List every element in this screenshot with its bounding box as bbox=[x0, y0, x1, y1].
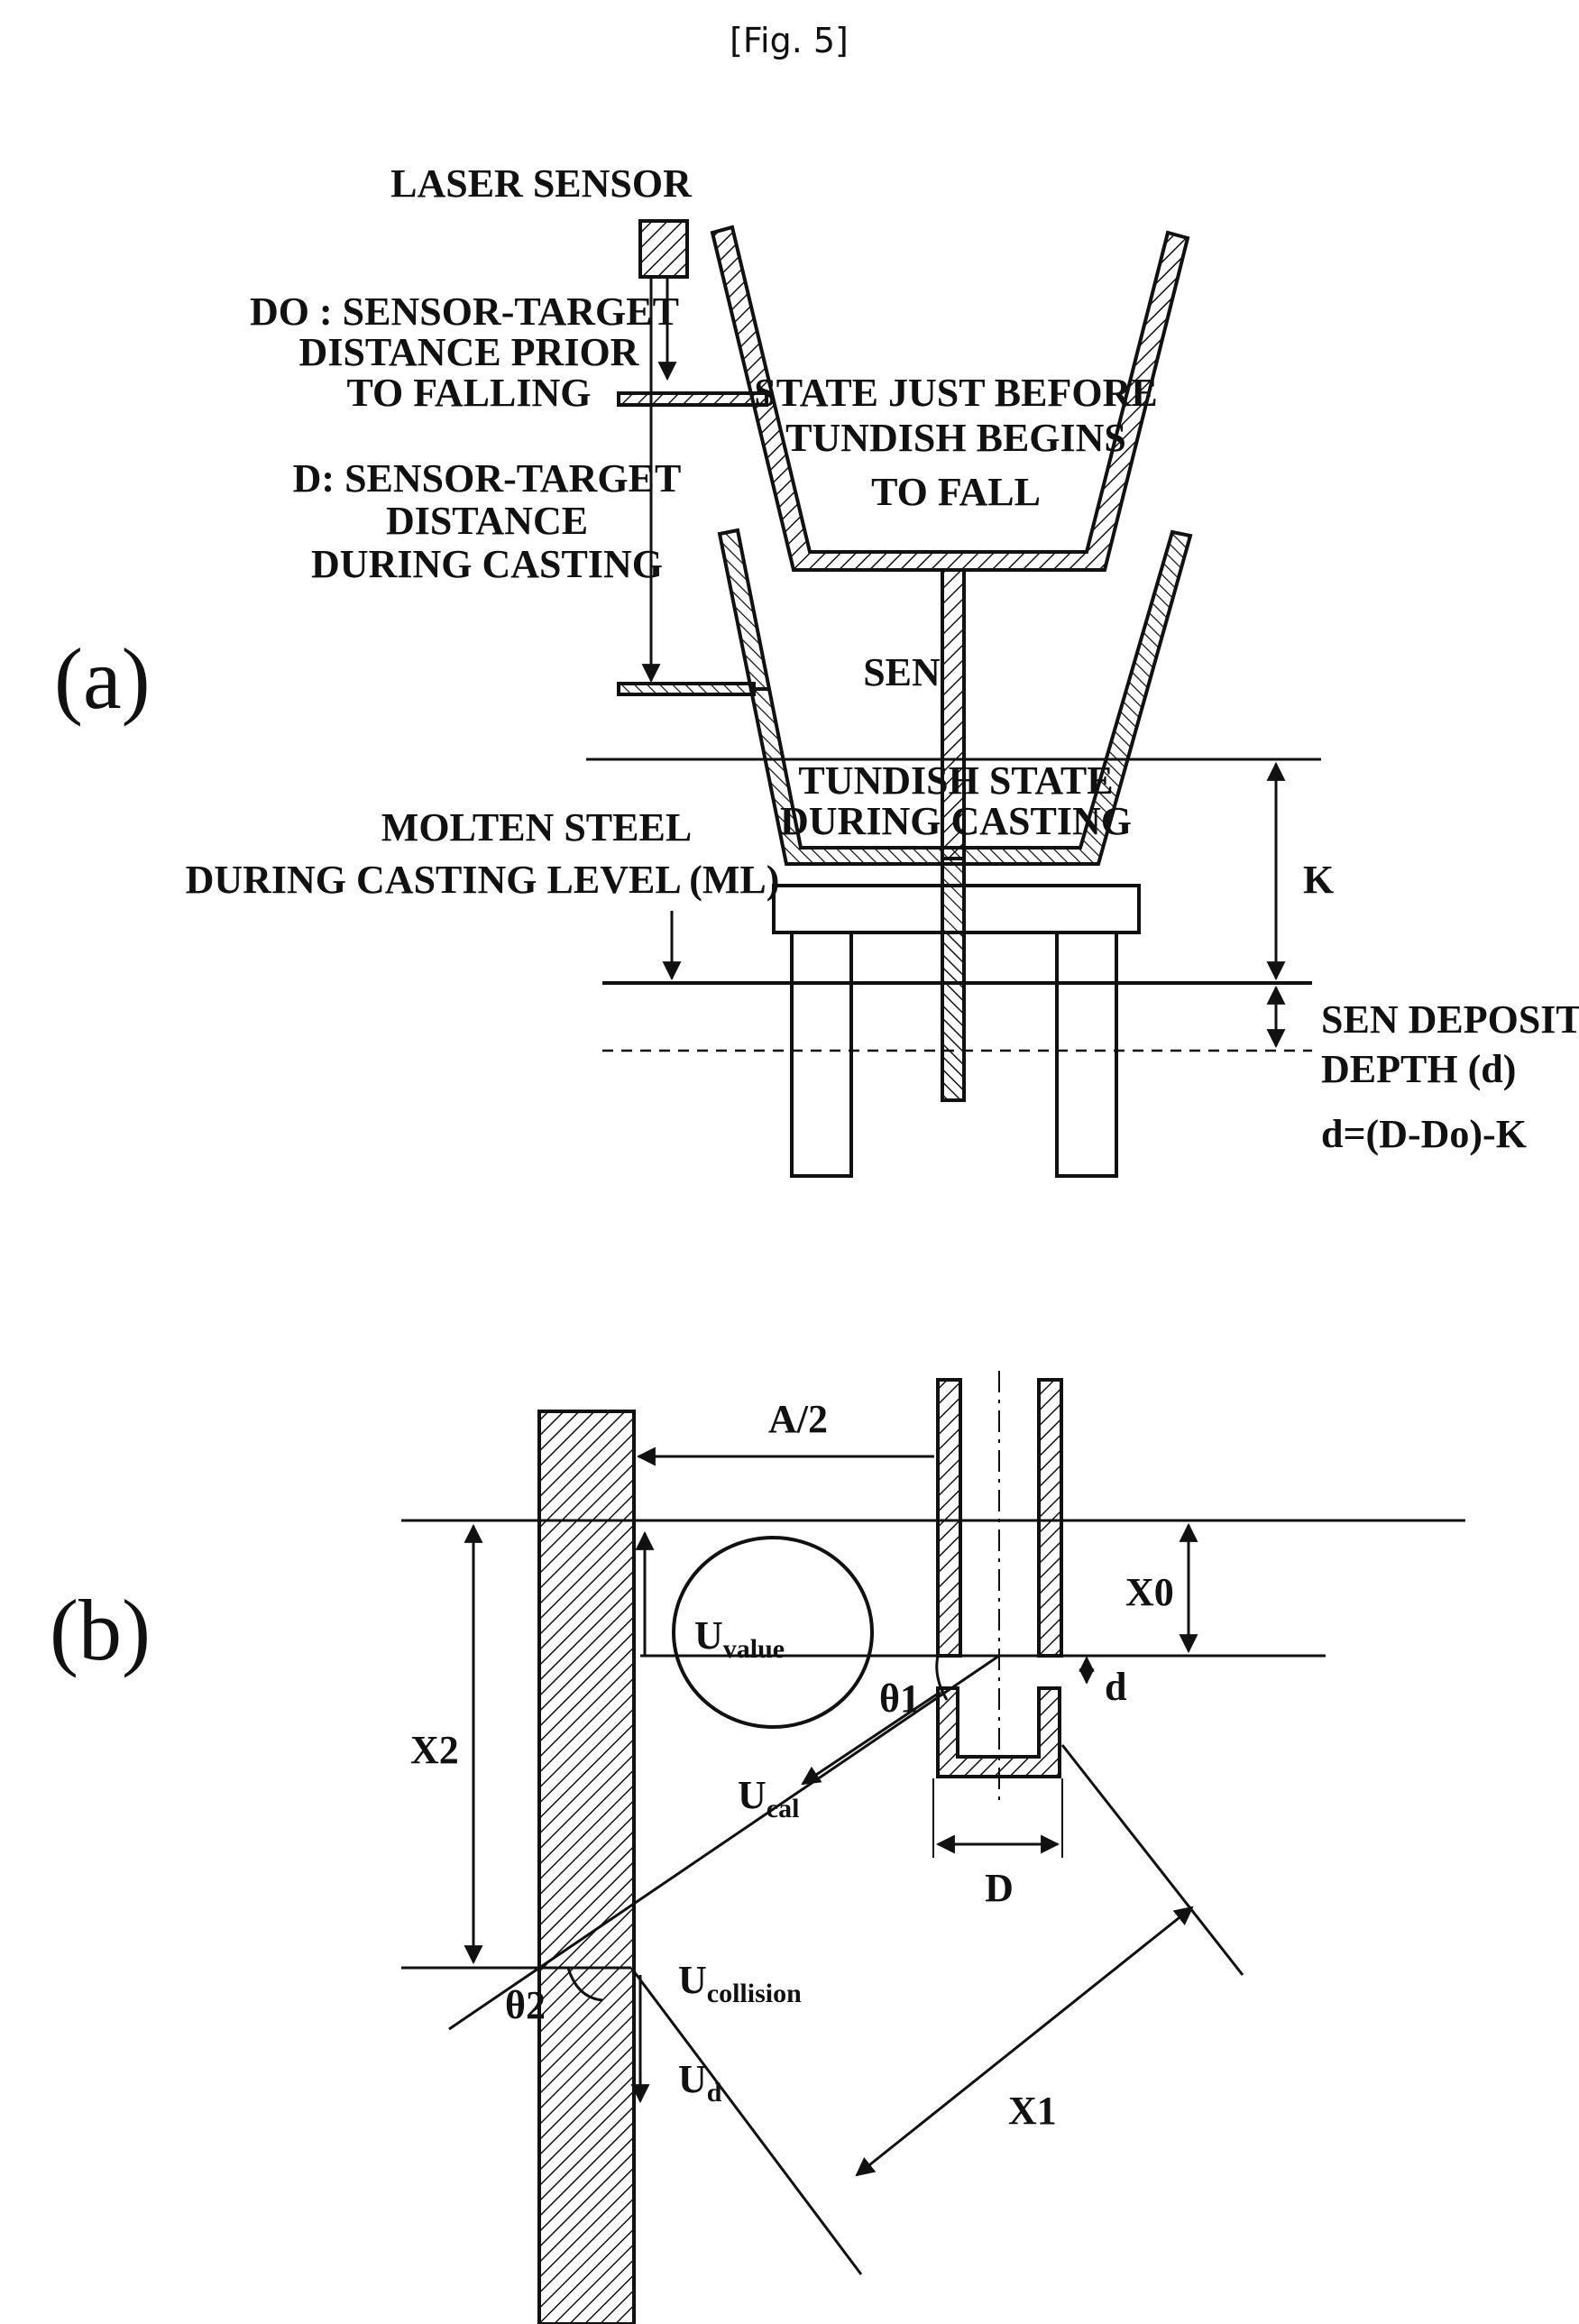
mold-leg-left bbox=[790, 931, 853, 1178]
d0-label-line2: DISTANCE PRIOR bbox=[299, 330, 640, 374]
u-cal-main: U bbox=[738, 1773, 767, 1817]
d0-label-line1: DO : SENSOR-TARGET bbox=[250, 289, 679, 334]
x1-arrow bbox=[855, 1906, 1194, 2177]
theta2-label: θ2 bbox=[505, 1983, 546, 2027]
d-label-line3: DURING CASTING bbox=[311, 542, 663, 586]
u-cal-arrow bbox=[801, 1692, 939, 1786]
u-collision-sub: collision bbox=[707, 1979, 802, 2008]
theta1-label: θ1 bbox=[879, 1676, 920, 1721]
u-d-main: U bbox=[678, 2057, 707, 2101]
tundish-before-fall bbox=[710, 225, 1190, 572]
u-cal-label: Ucal bbox=[738, 1773, 799, 1823]
jet-line-upper bbox=[448, 1654, 1000, 2031]
x1-label: X1 bbox=[1008, 2089, 1057, 2133]
panel-b: (b) A/2 X0 d D X2 Uvalue bbox=[50, 1371, 1465, 2324]
state-casting-line1: TUNDISH STATE bbox=[798, 758, 1113, 803]
molten-steel-line2: DURING CASTING LEVEL (ML) bbox=[186, 858, 780, 902]
sen-upper bbox=[941, 568, 966, 860]
state-before-line2: TUNDISH BEGINS bbox=[785, 416, 1126, 460]
x2-label: X2 bbox=[410, 1728, 459, 1772]
mold-wall bbox=[537, 1410, 636, 2324]
tundish-casting-flange bbox=[617, 682, 756, 696]
u-d-sub: d bbox=[707, 2078, 722, 2108]
state-casting-line2: DURING CASTING bbox=[780, 799, 1132, 843]
u-d-label: Ud bbox=[678, 2057, 722, 2108]
sen-lower-over-mold bbox=[941, 884, 966, 1102]
u-collision-main: U bbox=[678, 1958, 707, 2002]
theta2-arc bbox=[566, 1967, 603, 2002]
state-before-line3: TO FALL bbox=[871, 470, 1041, 514]
panel-b-label: (b) bbox=[50, 1582, 151, 1678]
u-value-label: Uvalue bbox=[694, 1613, 785, 1664]
nozzle-right-wall bbox=[1037, 1378, 1063, 1658]
jet-line-lower bbox=[1060, 1744, 1244, 1976]
deposit-formula: d=(D-Do)-K bbox=[1321, 1112, 1527, 1156]
laser-sensor-box bbox=[638, 219, 689, 279]
deposit-line1: SEN DEPOSIT bbox=[1321, 997, 1579, 1042]
mold-leg-right bbox=[1055, 931, 1118, 1178]
d0-label-line3: TO FALLING bbox=[347, 371, 592, 415]
u-value-sub: value bbox=[723, 1634, 785, 1664]
u-value-main: U bbox=[694, 1613, 723, 1658]
sen-label: SEN bbox=[863, 650, 941, 694]
molten-steel-line1: MOLTEN STEEL bbox=[381, 805, 692, 850]
u-cal-sub: cal bbox=[767, 1794, 800, 1823]
nozzle-cup bbox=[936, 1686, 1061, 1778]
panel-a-label: (a) bbox=[54, 630, 151, 727]
u-collision-label: Ucollision bbox=[678, 1958, 802, 2008]
k-label: K bbox=[1303, 858, 1334, 902]
deposit-line2: DEPTH (d) bbox=[1321, 1047, 1516, 1091]
laser-sensor-label: LASER SENSOR bbox=[390, 161, 693, 206]
tundish-during-casting bbox=[717, 528, 1193, 866]
a-half-label: A/2 bbox=[768, 1397, 828, 1441]
d-big-label: D bbox=[985, 1866, 1014, 1910]
figure-caption: [Fig. 5] bbox=[730, 21, 849, 60]
theta1-arc bbox=[935, 1655, 949, 1701]
nozzle-left-wall bbox=[936, 1378, 962, 1658]
jet-reflection-down bbox=[629, 1967, 863, 2275]
d-label-line1: D: SENSOR-TARGET bbox=[293, 456, 682, 501]
panel-a: (a) LASER SENSOR DO : SENSOR-TARGET DIST… bbox=[54, 161, 1579, 1178]
tundish-before-flange bbox=[617, 391, 768, 407]
u-value-circle bbox=[672, 1536, 874, 1729]
x0-label: X0 bbox=[1125, 1570, 1174, 1614]
d-label-line2: DISTANCE bbox=[386, 499, 588, 543]
d-small-label: d bbox=[1105, 1665, 1126, 1709]
state-before-line1: STATE JUST BEFORE bbox=[754, 371, 1157, 415]
